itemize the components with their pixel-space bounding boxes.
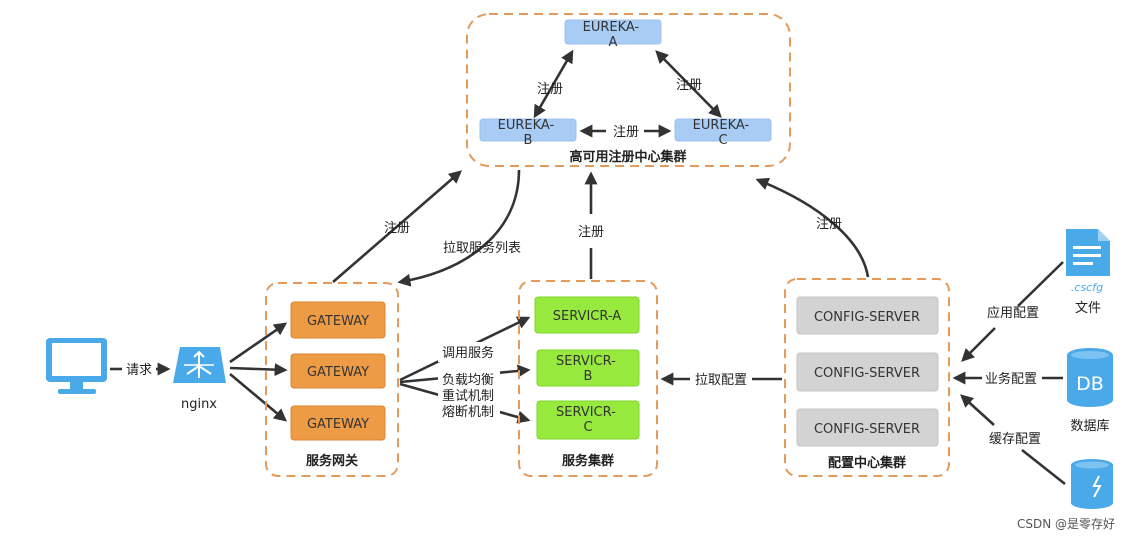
edge-service-label-4: 熔断机制 — [442, 405, 494, 420]
edge-gateway-pull — [397, 169, 521, 287]
config-node-1-label: CONFIG-SERVER — [814, 310, 920, 325]
edge-service-label-2: 负载均衡 — [442, 373, 494, 388]
edge-file-config-lower — [961, 327, 996, 362]
file-icon-caption: .cscfg — [1071, 281, 1103, 294]
edge-client-nginx-label: 请求 — [126, 363, 152, 378]
service-node-c-label: SERVICR- C — [556, 405, 620, 435]
edge-cache-config-lower — [1021, 448, 1066, 486]
label-bg-2 — [438, 370, 500, 422]
edge-nginx-gateway-3 — [229, 373, 287, 422]
edge-service-label-3: 重试机制 — [442, 388, 494, 404]
config-cluster-box — [784, 278, 950, 477]
gateway-node-3 — [290, 405, 386, 441]
eureka-node-c-label: EUREKA- C — [693, 118, 754, 148]
edge-cache-config-label: 缓存配置 — [989, 432, 1041, 447]
database-label: 数据库 — [1070, 418, 1109, 434]
file-label: 文件 — [1075, 301, 1101, 316]
service-node-b — [536, 349, 640, 387]
eureka-b-line2: B — [524, 133, 533, 148]
edge-eureka-b-a — [533, 49, 574, 119]
config-node-3-label: CONFIG-SERVER — [814, 422, 920, 437]
edge-gateway-register-label: 注册 — [384, 221, 410, 236]
file-icon — [1066, 229, 1110, 276]
nginx-label: nginx — [181, 397, 217, 412]
edge-service-label-1: 调用服务 — [442, 345, 494, 361]
config-node-3 — [796, 408, 939, 447]
service-cluster-title: 服务集群 — [562, 453, 614, 469]
edge-service-register-label: 注册 — [578, 225, 604, 240]
service-c-line1: SERVICR- — [556, 405, 616, 420]
config-node-2-label: CONFIG-SERVER — [814, 366, 920, 381]
gateway-node-1-label: GATEWAY — [307, 314, 369, 329]
service-node-c — [536, 400, 640, 440]
edge-file-config-label: 应用配置 — [987, 305, 1039, 321]
edge-config-register — [755, 177, 870, 278]
watermark: CSDN @是零存好 — [1017, 517, 1115, 531]
service-node-a — [534, 296, 640, 334]
gateway-cluster-box — [265, 282, 399, 477]
gateway-node-1 — [290, 301, 386, 339]
gateway-node-3-label: GATEWAY — [307, 417, 369, 432]
service-node-a-label: SERVICR-A — [553, 309, 622, 324]
edge-cache-config-upper — [960, 394, 995, 426]
edge-eureka-b-c-label: 注册 — [613, 125, 639, 140]
eureka-node-a-label: EUREKA- A — [583, 20, 644, 50]
eureka-a-line2: A — [609, 35, 618, 50]
eureka-c-line1: EUREKA- — [693, 118, 750, 133]
edge-eureka-b-a-label: 注册 — [537, 82, 563, 97]
service-cluster-box — [518, 280, 658, 477]
edge-nginx-gateway-1 — [229, 322, 288, 364]
eureka-node-b — [479, 118, 577, 142]
label-bg-1 — [438, 342, 500, 362]
gateway-node-2-label: GATEWAY — [307, 365, 369, 380]
gateway-cluster-title: 服务网关 — [306, 453, 358, 469]
edge-db-config-label: 业务配置 — [985, 371, 1037, 387]
computer-icon — [46, 338, 107, 394]
service-node-b-label: SERVICR- B — [556, 354, 620, 384]
nginx-icon — [173, 347, 226, 383]
config-node-2 — [796, 352, 939, 392]
edge-config-register-label: 注册 — [816, 217, 842, 232]
eureka-b-line1: EUREKA- — [498, 118, 555, 133]
eureka-cluster-box — [466, 13, 791, 167]
eureka-node-c — [674, 118, 772, 142]
edge-eureka-a-c — [655, 50, 722, 118]
service-b-line1: SERVICR- — [556, 354, 616, 369]
eureka-node-b-label: EUREKA- B — [498, 118, 559, 148]
edge-eureka-a-c-label: 注册 — [676, 78, 702, 93]
edge-gateway-register — [332, 170, 462, 283]
eureka-a-line1: EUREKA- — [583, 20, 640, 35]
edge-gateway-pull-label: 拉取服务列表 — [443, 240, 521, 256]
edge-file-config-upper — [1017, 261, 1064, 307]
database-icon — [1067, 348, 1113, 407]
config-node-1 — [796, 296, 939, 335]
gateway-node-2 — [290, 353, 386, 389]
database-icon-text: DB — [1076, 373, 1104, 395]
edge-config-pull-label: 拉取配置 — [695, 373, 747, 388]
service-c-line2: C — [583, 420, 592, 435]
cache-icon — [1071, 459, 1113, 509]
eureka-node-a — [564, 19, 662, 45]
eureka-cluster-title: 高可用注册中心集群 — [569, 149, 686, 165]
config-cluster-title: 配置中心集群 — [828, 455, 906, 471]
eureka-c-line2: C — [718, 133, 727, 148]
edge-nginx-gateway-2 — [229, 363, 288, 377]
service-b-line2: B — [584, 369, 593, 384]
